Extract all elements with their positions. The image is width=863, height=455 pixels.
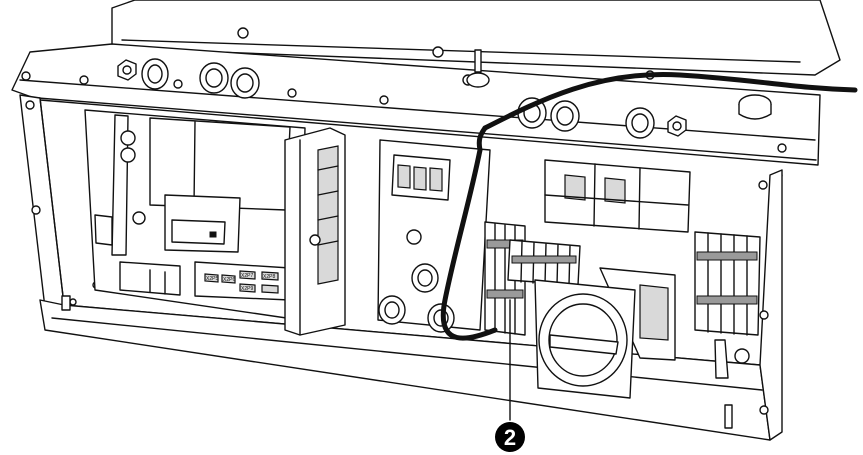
small-relay-block [391,154,451,201]
din-module [284,127,346,336]
terminal-block-right [694,231,761,336]
grounding-clamp [714,339,750,379]
hex-nut-1 [117,59,137,81]
cable-gland-5 [550,100,580,132]
rotary-disconnect-switch [534,267,676,399]
board-label-4: X2P5 [206,276,218,282]
grommet-right [738,94,772,120]
vertical-bolt-top [466,49,490,88]
board-label-5: X2P6 [223,277,235,283]
board-label-1: X2P7 [241,273,253,279]
hex-nut-2 [667,115,687,137]
board-connector-strip: X2P7 X2P8 X2P9 X2P5 X2P6 [194,261,291,301]
cable-loop-top [476,125,488,153]
board-label-3: X2P9 [241,286,253,292]
board-display-window [164,194,241,253]
lower-cable [440,147,498,341]
terminal-block-center [507,239,581,286]
callout-number: 2 [504,425,516,450]
cable-gland-2 [199,62,229,94]
cable-gland-6 [625,107,655,139]
cable-gland-3 [230,67,260,99]
callout-badge: 2 [495,422,525,452]
upper-cable [482,71,858,131]
board-label-2: X2P8 [263,274,275,280]
cable-gland-1 [141,58,169,90]
enclosure-body [19,94,783,441]
circuit-breaker [544,159,691,233]
